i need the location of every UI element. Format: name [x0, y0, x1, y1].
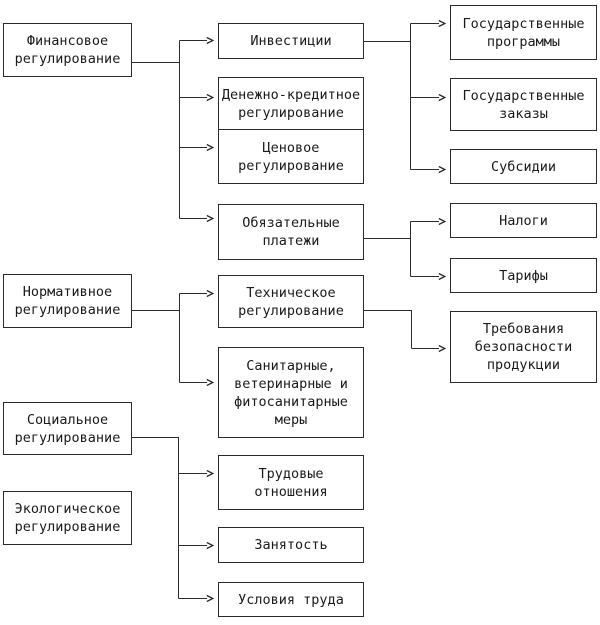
node-state-orders: Государственные заказы [450, 78, 597, 131]
normative-branch-trunk [132, 293, 180, 383]
node-tariffs: Тарифы [450, 258, 597, 293]
node-working-conditions: Условия труда [218, 582, 364, 617]
node-social-regulation: Социальное регулирование [3, 402, 132, 455]
technical-branch-elbow [363, 310, 412, 349]
investments-branch-trunk [363, 23, 411, 170]
node-labor-relations: Трудовые отношения [218, 455, 364, 510]
mandatory-branch-trunk [363, 221, 411, 277]
node-mandatory-payments: Обязательные платежи [218, 204, 364, 260]
node-subsidies: Субсидии [450, 149, 597, 184]
financial-branch-trunk [132, 40, 180, 219]
node-technical-regulation: Техническое регулирование [218, 275, 364, 328]
node-sanitary-measures: Санитарные, ветеринарные и фитосанитарны… [218, 347, 364, 438]
social-branch-trunk [132, 437, 179, 599]
node-ecological-regulation: Экологическое регулирование [3, 491, 132, 545]
node-financial-regulation: Финансовое регулирование [3, 23, 132, 77]
node-product-safety-requirements: Требования безопасности продукции [450, 311, 597, 383]
node-investments: Инвестиции [218, 23, 364, 59]
node-state-programs: Государственные программы [450, 5, 597, 60]
node-normative-regulation: Нормативное регулирование [3, 274, 132, 328]
node-monetary-regulation: Денежно-кредитное регулирование [218, 77, 364, 130]
node-taxes: Налоги [450, 203, 597, 238]
node-employment: Занятость [218, 527, 364, 563]
node-price-regulation: Ценовое регулирование [218, 129, 364, 184]
